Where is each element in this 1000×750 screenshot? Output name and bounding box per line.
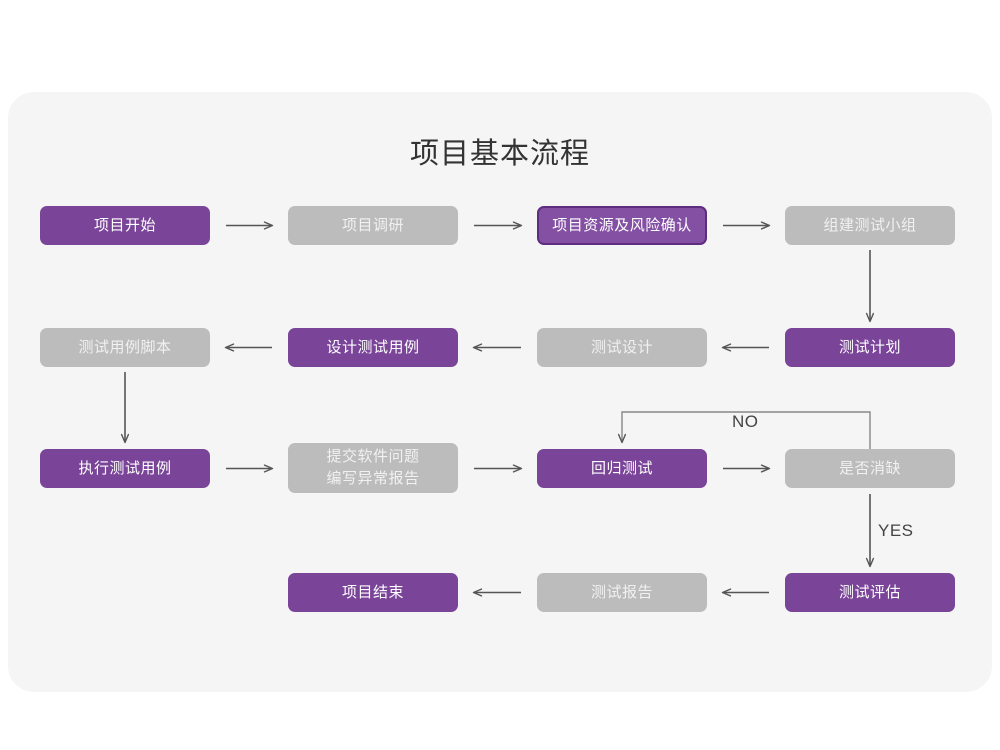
node-label: 项目结束 [341,584,404,601]
page-title: 项目基本流程 [409,138,590,170]
node-defect-resolved[interactable]: 是否消缺 [785,449,955,488]
node-label-line2: 编写异常报告 [326,470,420,487]
node-project-end[interactable]: 项目结束 [288,573,458,612]
node-test-evaluation[interactable]: 测试评估 [785,573,955,612]
node-label: 测试用例脚本 [78,339,172,356]
node-label: 项目调研 [341,217,404,234]
node-test-design[interactable]: 测试设计 [537,328,707,367]
node-regression-test[interactable]: 回归测试 [537,449,707,488]
node-submit-issue-report[interactable]: 提交软件问题 编写异常报告 [288,443,458,493]
node-label: 测试报告 [590,584,653,601]
node-project-start[interactable]: 项目开始 [40,206,210,245]
edge-label-yes: YES [878,521,914,540]
node-test-plan[interactable]: 测试计划 [785,328,955,367]
node-label: 测试评估 [838,584,901,601]
node-resource-risk-confirm[interactable]: 项目资源及风险确认 [537,206,707,245]
node-label: 组建测试小组 [823,217,917,234]
node-project-research[interactable]: 项目调研 [288,206,458,245]
node-label: 执行测试用例 [78,460,172,477]
node-label-line1: 提交软件问题 [326,448,420,465]
node-label: 是否消缺 [838,460,901,477]
node-label: 回归测试 [590,460,653,477]
edge-label-no: NO [732,412,759,431]
node-test-case-script[interactable]: 测试用例脚本 [40,328,210,367]
node-execute-test-case[interactable]: 执行测试用例 [40,449,210,488]
node-label: 项目资源及风险确认 [552,217,692,234]
node-label: 设计测试用例 [326,339,420,356]
node-design-test-case[interactable]: 设计测试用例 [288,328,458,367]
node-label: 测试计划 [838,339,901,356]
node-test-report[interactable]: 测试报告 [537,573,707,612]
node-label: 项目开始 [93,217,156,234]
node-build-test-team[interactable]: 组建测试小组 [785,206,955,245]
node-label: 测试设计 [590,339,653,356]
